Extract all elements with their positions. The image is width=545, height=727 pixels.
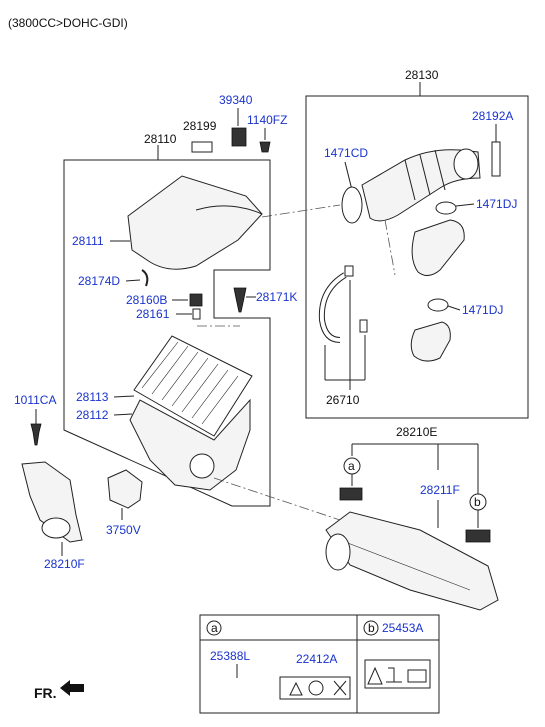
legend-marker-a: a <box>211 621 218 635</box>
label-28171K: 28171K <box>256 290 297 304</box>
hose-ribs <box>404 149 446 201</box>
warning-triangle-icon <box>289 681 303 696</box>
dash-link-resonator <box>384 219 396 276</box>
leader-1471CD <box>344 161 353 191</box>
resonator <box>411 219 465 276</box>
label-28160B: 28160B <box>126 293 167 307</box>
legend-part-25453A: 25453A <box>382 621 423 635</box>
legend-part-25388L: 25388L <box>210 649 250 663</box>
label-1140FZ: 1140FZ <box>247 113 287 127</box>
no-hand-icon <box>308 680 324 696</box>
label-28161: 28161 <box>136 307 170 321</box>
warning-label-25453A <box>364 659 431 689</box>
label-1471DJ-top: 1471DJ <box>476 197 517 211</box>
sensor-28192A <box>491 141 501 177</box>
grommet-28160B <box>189 293 203 307</box>
label-28199: 28199 <box>183 119 217 133</box>
label-28210F: 28210F <box>44 557 85 571</box>
duct-ridge <box>339 539 471 591</box>
engine-spec-header: (3800CC>DOHC-GDI) <box>8 16 128 30</box>
front-direction-label: FR. <box>34 685 57 701</box>
label-1471CD: 1471CD <box>324 146 368 160</box>
label-1011CA: 1011CA <box>14 393 56 407</box>
lower-body-outlet <box>189 453 215 479</box>
label-28211F: 28211F <box>420 483 460 497</box>
label-28130: 28130 <box>405 68 439 82</box>
air-cleaner-box <box>63 159 271 507</box>
battery-icon <box>407 669 427 683</box>
leader-1471DJ-top <box>455 203 475 207</box>
label-28112: 28112 <box>76 408 109 422</box>
dash-link-duct <box>261 204 341 218</box>
label-28174D: 28174D <box>78 274 120 288</box>
lower-body-28112 <box>129 398 251 491</box>
hose-fitting-side <box>359 319 368 333</box>
upper-cover-28111 <box>127 175 263 270</box>
hose-fitting-top <box>344 265 354 277</box>
no-spray-icon <box>333 680 347 696</box>
seal-28199 <box>191 141 213 153</box>
duct-inlet <box>325 533 351 571</box>
legend-table <box>199 614 440 714</box>
collar-28161 <box>192 308 201 320</box>
label-1471DJ-bottom: 1471DJ <box>462 303 503 317</box>
label-sticker-a <box>339 487 363 501</box>
bracket-hole <box>41 517 71 539</box>
mass-air-flow-sensor-3750V <box>107 469 143 509</box>
filter-pleats <box>141 341 239 425</box>
caution-triangle-icon <box>367 666 383 685</box>
label-28192A: 28192A <box>472 109 513 123</box>
legend-marker-b: b <box>368 621 375 635</box>
legend-marker-a-circle <box>206 620 222 636</box>
marker-a-label: a <box>348 459 355 473</box>
leader-28112 <box>113 413 133 416</box>
dash-link-lower-duct <box>213 477 341 521</box>
clip-28174D <box>141 269 149 287</box>
hose-outlet <box>453 148 479 180</box>
bolt-1011CA <box>30 423 42 446</box>
leader-28113 <box>113 395 135 398</box>
bolt-1140FZ <box>259 141 271 153</box>
leader-1471DJ-bottom <box>447 305 461 311</box>
warning-label-22412A <box>279 676 351 700</box>
coolant-level-icon <box>386 667 402 683</box>
air-duct-28210E <box>325 511 499 611</box>
breather-hose-inner <box>319 273 347 342</box>
label-26710: 26710 <box>326 393 360 407</box>
leader-28174D <box>125 279 141 282</box>
legend-marker-b-circle <box>363 620 379 636</box>
duct-assembly-box <box>305 95 529 419</box>
cover-outlet <box>195 205 263 215</box>
label-28111: 28111 <box>72 234 104 248</box>
label-39340: 39340 <box>219 93 253 107</box>
sensor-39340 <box>231 127 247 147</box>
air-intake-hose <box>361 149 481 222</box>
label-sticker-b <box>465 529 491 543</box>
front-arrow-icon <box>60 680 84 696</box>
label-28110: 28110 <box>144 132 177 146</box>
label-3750V: 3750V <box>106 523 141 537</box>
resonator-lower <box>410 321 451 362</box>
clamp-1471DJ-top <box>435 201 457 215</box>
clamp-1471DJ-bottom <box>427 298 449 312</box>
label-28210E: 28210E <box>396 425 437 439</box>
label-28113: 28113 <box>76 390 109 404</box>
legend-part-22412A: 22412A <box>296 652 337 666</box>
marker-b-label: b <box>474 495 481 509</box>
bolt-28171K <box>233 287 247 313</box>
hose-clamp-1471CD <box>341 186 363 224</box>
